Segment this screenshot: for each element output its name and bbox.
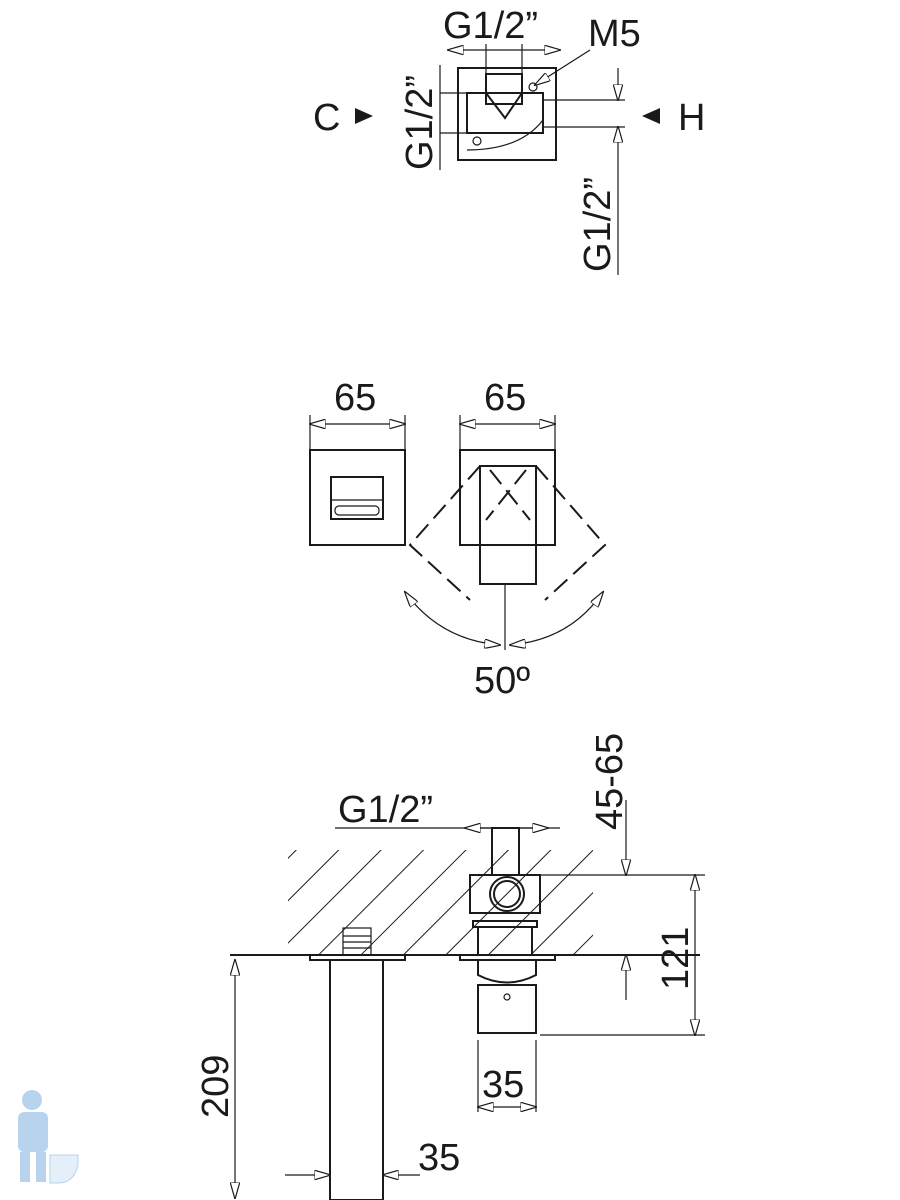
dim-left-thread: G1/2” — [399, 75, 441, 170]
plumber-logo-icon — [18, 1090, 79, 1184]
dim-mixer-width: 35 — [482, 1064, 524, 1106]
side-view: G1/2” 45-65 121 209 35 35 — [195, 733, 705, 1200]
label-m5: M5 — [588, 13, 641, 55]
dim-thread: G1/2” — [338, 789, 433, 831]
rotation-angle: 50º — [474, 660, 530, 702]
dim-height-121: 121 — [655, 927, 697, 990]
dim-top-thread: G1/2” — [443, 5, 538, 47]
dim-left-width: 65 — [334, 377, 376, 419]
dim-height-209: 209 — [195, 1055, 237, 1118]
label-hot: H — [678, 97, 705, 139]
dim-wall-depth: 45-65 — [589, 733, 631, 830]
dim-right-width: 65 — [484, 377, 526, 419]
dim-spout-width: 35 — [418, 1137, 460, 1179]
hot-arrow-icon — [642, 108, 660, 124]
top-view: G1/2” M5 G1/2” C H G1/2” — [313, 5, 705, 275]
front-view: 65 65 50º — [310, 377, 607, 702]
label-cold: C — [313, 97, 340, 139]
dim-right-thread: G1/2” — [577, 177, 619, 272]
cold-arrow-icon — [355, 108, 373, 124]
